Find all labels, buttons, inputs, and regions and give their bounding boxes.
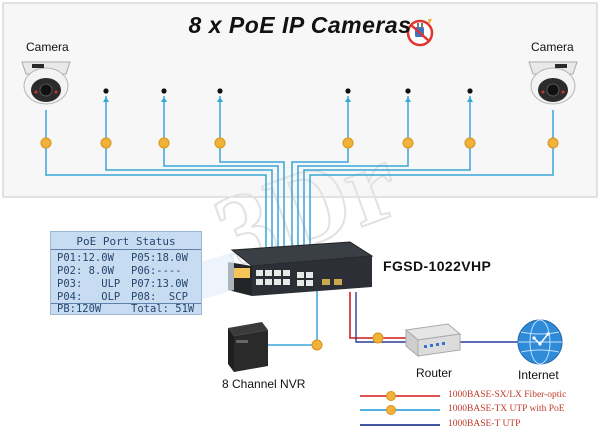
lcd-port-status: P07:13.0W: [131, 278, 188, 290]
fiber-badge-icon: [372, 332, 384, 344]
mount-dot: [217, 88, 223, 94]
nvr-label: 8 Channel NVR: [222, 377, 306, 391]
arrow-icon: [217, 97, 223, 102]
lcd-divider: [51, 303, 201, 304]
internet-globe-icon: [517, 319, 563, 365]
poe-badge-icon: [402, 137, 414, 149]
poe-badge-icon: [158, 137, 170, 149]
lcd-glow: [200, 252, 234, 300]
legend-label-poe: 1000BASE-TX UTP with PoE: [448, 404, 565, 414]
legend-label-fiber: 1000BASE-SX/LX Fiber-optic: [448, 390, 567, 400]
lcd-title: PoE Port Status: [76, 235, 176, 248]
dome-camera-left-icon: [21, 61, 71, 105]
lcd-power-budget: PB:120W: [57, 303, 102, 315]
utp-cable-router: [355, 292, 406, 343]
lcd-port-status: P02: 8.0W: [57, 265, 114, 277]
nvr-icon: [228, 322, 268, 372]
router-label: Router: [416, 366, 453, 380]
poe-badge-icon: [100, 137, 112, 149]
arrow-icon: [161, 97, 167, 102]
lcd-divider: [51, 249, 201, 250]
mount-dot: [161, 88, 167, 94]
arrow-icon: [345, 97, 351, 102]
arrow-icon: [103, 97, 109, 102]
poe-cable-7: [303, 96, 471, 250]
camera-panel: [2, 2, 598, 198]
poe-cable-4: [219, 96, 285, 250]
poe-badge-icon: [311, 339, 323, 351]
mount-dot: [103, 88, 109, 94]
camera-left-label: Camera: [26, 40, 69, 54]
arrow-icon: [467, 97, 473, 102]
diagram-title: 8 x PoE IP Cameras: [188, 12, 412, 38]
lcd-port-status: P01:12.0W: [57, 252, 114, 264]
lcd-total-power: Total: 51W: [131, 303, 195, 315]
dome-camera-right-icon: [528, 61, 578, 105]
poe-badge-icon: [547, 137, 559, 149]
poe-cable-3: [163, 96, 279, 250]
no-power-plug-icon: [406, 19, 434, 47]
lcd-port-status: P05:18.0W: [131, 252, 188, 264]
drop-arrows: [103, 97, 473, 102]
lcd-port-status: P06:----: [131, 265, 182, 277]
internet-label: Internet: [518, 368, 559, 382]
arrow-icon: [405, 97, 411, 102]
mount-dot: [345, 88, 351, 94]
mount-dot: [467, 88, 473, 94]
router-icon: [404, 323, 462, 358]
legend-label-utp: 1000BASE-T UTP: [448, 419, 521, 429]
lcd-port-status: P04: OLP: [57, 291, 121, 303]
legend-lines: [360, 391, 440, 426]
lcd-port-status: P03: ULP: [57, 278, 121, 290]
poe-cable-5: [291, 96, 349, 250]
lcd-port-status: P08: SCP: [131, 291, 188, 303]
poe-port-status-panel: PoE Port Status P01:12.0W P05:18.0W P02:…: [50, 231, 202, 315]
poe-badge-icon: [464, 137, 476, 149]
poe-badge-icon: [214, 137, 226, 149]
camera-right-label: Camera: [531, 40, 574, 54]
poe-cable-2: [105, 96, 273, 250]
poe-badges: [40, 137, 559, 351]
poe-badge-icon: [342, 137, 354, 149]
camera-mount-points: [103, 88, 473, 94]
poe-switch-icon: [228, 241, 374, 296]
poe-cable-6: [297, 96, 409, 250]
legend-badge-icon: [386, 391, 396, 401]
legend-badge-icon: [386, 405, 396, 415]
fiber-cable: [349, 292, 406, 339]
poe-cables: [45, 96, 554, 346]
poe-badge-icon: [40, 137, 52, 149]
mount-dot: [405, 88, 411, 94]
switch-model-label: FGSD-1022VHP: [383, 258, 492, 274]
